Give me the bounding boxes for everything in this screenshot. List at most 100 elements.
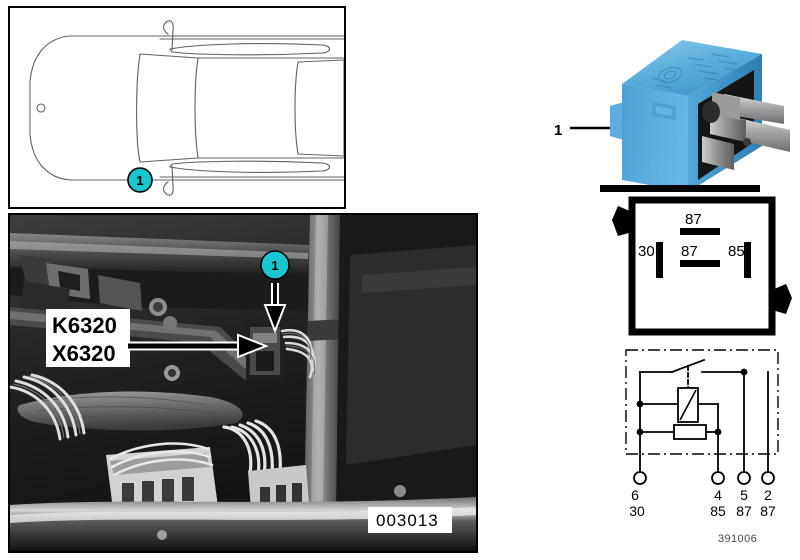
cavity-number-6: 6: [631, 487, 639, 503]
pillar-clip: [307, 319, 344, 341]
photo-id-box: 003013: [368, 507, 452, 533]
bolt-head-3-inner: [168, 369, 176, 377]
terminal-hole: [702, 101, 720, 123]
relay-face: [253, 333, 277, 343]
harness-upper-shade: [281, 332, 316, 375]
car-body-outline: [29, 35, 344, 181]
relay-designation-label: K6320: [52, 313, 117, 338]
relay-corner-screw: [743, 138, 751, 146]
sill-highlight: [10, 507, 476, 523]
relay-top-markings: [651, 53, 749, 89]
terminal-number-30: 30: [629, 503, 645, 519]
junction-dot-1: [636, 400, 644, 408]
relay-front-face: [622, 84, 688, 192]
mirror-stem-lower: [162, 165, 174, 196]
cavity-number-2: 2: [764, 487, 772, 503]
label-box-bg: [46, 309, 130, 367]
pin-terminal-4: [711, 471, 725, 485]
sill-fastener: [157, 530, 167, 540]
internal-schematic-svg: 6 4 5 2 30 85 87 87: [625, 349, 779, 519]
pin-label-30: 30: [638, 243, 655, 260]
pillar-highlight: [311, 215, 328, 513]
terminal-blade-3: [710, 112, 746, 142]
photo-id-text: 003013: [376, 511, 439, 530]
label-pointer-arrow: [128, 333, 269, 359]
loom-left: [10, 373, 86, 441]
terminal-number-87a: 87: [736, 503, 752, 519]
terminal-number-87b: 87: [760, 503, 776, 519]
internal-schematic-panel: 6 4 5 2 30 85 87 87: [608, 344, 800, 519]
resistor-symbol: [673, 424, 707, 440]
relay-base: [256, 351, 274, 371]
bolt-head-1-inner: [153, 302, 163, 312]
beam-highlight: [10, 241, 308, 259]
callout-pointer-arrow: [263, 283, 287, 334]
photo-id-bg: [368, 507, 452, 533]
connector-designation-label: X6320: [52, 341, 116, 366]
rear-fastener: [394, 485, 406, 497]
mirror-upper: [169, 43, 331, 56]
bracket-d: [98, 275, 142, 311]
callout-circle: [260, 250, 290, 280]
pin-footprint-svg: 87 30 87 85: [612, 196, 792, 336]
rear-door-window: [294, 59, 344, 157]
document-id: 391006: [718, 533, 758, 545]
windshield-outline: [136, 53, 199, 163]
relay-base-bar: [600, 185, 760, 192]
junction-dot-2: [636, 428, 644, 436]
junction-dot-3: [714, 428, 722, 436]
mirror-stem-upper: [162, 20, 174, 51]
terminal-blade-4: [702, 136, 734, 170]
vehicle-top-view-svg: 1: [29, 20, 344, 196]
installation-photo-svg: K6320 X6320 1 003013: [10, 215, 476, 551]
installation-photo-panel: K6320 X6320 1 003013: [8, 213, 478, 553]
rail-highlight: [10, 311, 256, 373]
photo-callout-1: 1: [260, 250, 290, 280]
bracket-b-hole: [58, 271, 80, 291]
pin-blade-30: [656, 242, 663, 278]
pin-label-85: 85: [728, 243, 745, 260]
pin-blade-87-top: [680, 228, 720, 235]
pin-terminal-6: [633, 471, 647, 485]
relay-product-image-panel: 1: [548, 20, 792, 192]
callout-number: 1: [271, 258, 278, 273]
hood-emblem-circle: [36, 103, 46, 113]
callout-circle: [127, 167, 153, 193]
relay-top-face: [622, 40, 762, 96]
cavity-number-4: 4: [714, 487, 722, 503]
cavity-number-5: 5: [740, 487, 748, 503]
pin-label-87-mid: 87: [681, 243, 698, 260]
vehicle-location-panel: 1: [8, 6, 346, 209]
pin-blade-85: [744, 242, 751, 278]
relay-front-clip-inner: [656, 106, 672, 116]
coil-diagonal: [679, 389, 697, 421]
relay-side-tab: [610, 102, 624, 140]
sill-panel: [10, 497, 476, 551]
relay-product-svg: 1: [554, 40, 790, 192]
right-panel: [346, 245, 476, 465]
relay-callout-number: 1: [554, 122, 562, 139]
right-panel-crease: [362, 267, 476, 293]
mirror-lower: [169, 160, 331, 173]
callout-number: 1: [136, 173, 143, 188]
vehicle-callout-1: 1: [127, 167, 153, 193]
connector-wires: [108, 442, 214, 477]
pin-footprint-panel: 87 30 87 85: [600, 190, 800, 342]
pin-label-87-top: 87: [685, 211, 702, 228]
insulation-texture: [35, 396, 221, 420]
locating-tab-right: [772, 284, 792, 314]
schematic-boundary: [625, 349, 779, 455]
bolt-head-2: [163, 316, 177, 330]
connector-2-cavities: [260, 483, 302, 509]
pin-terminal-5: [737, 471, 751, 485]
photo-label-box: K6320 X6320: [46, 309, 130, 367]
loom-left-shade: [12, 375, 81, 439]
junction-dot-4: [740, 368, 748, 376]
door-pillar: [304, 215, 346, 515]
connector-cavities: [122, 477, 194, 507]
terminal-number-85: 85: [710, 503, 726, 519]
locating-tab-left: [612, 206, 632, 236]
pin-blade-87-mid: [680, 260, 720, 267]
pin-terminal-2: [761, 471, 775, 485]
loom-center: [222, 419, 282, 477]
